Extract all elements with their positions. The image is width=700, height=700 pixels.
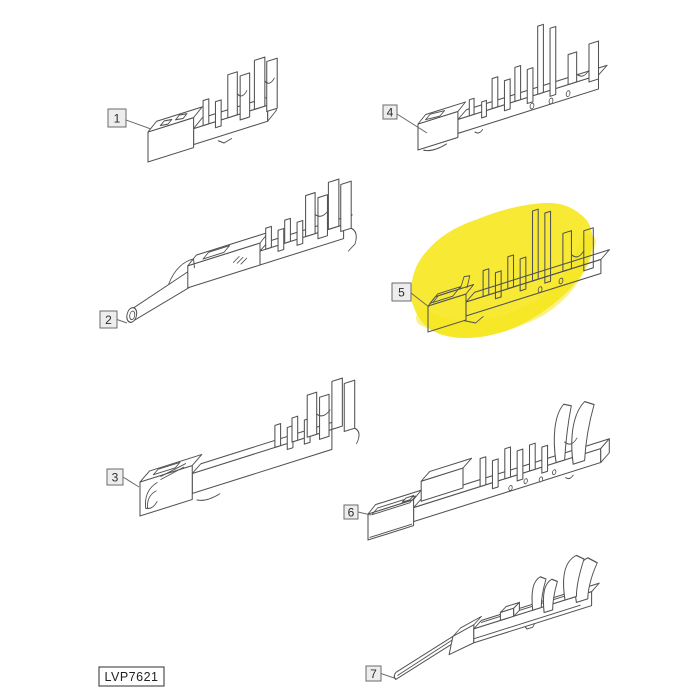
callout-6-box: [343, 504, 359, 520]
callout-7-number: 7: [370, 667, 377, 681]
callout-3[interactable]: 3: [106, 468, 140, 488]
leader-line-3: [122, 476, 140, 488]
callout-5-box: [391, 282, 412, 302]
figure-code: LVP7621: [98, 666, 165, 687]
callout-1-number: 1: [114, 112, 121, 126]
part-3-drawing: [139, 377, 360, 517]
callout-1[interactable]: 1: [107, 108, 152, 130]
highlight-streak: [416, 234, 596, 337]
callout-5-number: 5: [398, 286, 405, 300]
callout-7-box: [365, 665, 382, 682]
leader-line-5: [410, 292, 430, 308]
callout-3-box: [106, 468, 124, 486]
callout-2-number: 2: [105, 313, 112, 327]
part-6-drawing: [367, 401, 610, 541]
part-2-drawing: [126, 178, 357, 323]
callout-6[interactable]: 6: [343, 504, 372, 520]
callout-3-number: 3: [112, 471, 119, 485]
leader-line-2: [116, 319, 128, 324]
part-4-drawing: [417, 23, 608, 152]
callout-2[interactable]: 2: [99, 310, 128, 329]
leader-line-7: [380, 673, 395, 679]
leader-line-6: [357, 511, 372, 516]
callout-4-number: 4: [387, 106, 394, 120]
callout-2-box: [99, 310, 118, 329]
callout-4[interactable]: 4: [382, 104, 428, 134]
figure-code-box: [98, 666, 165, 687]
part-1-drawing: [147, 56, 278, 163]
part-5-drawing: [427, 208, 610, 333]
leader-line-4: [396, 113, 428, 134]
figure-code-text: LVP7621: [104, 670, 158, 684]
callout-7[interactable]: 7: [365, 665, 395, 682]
callout-5[interactable]: 5: [391, 282, 430, 308]
callout-4-box: [382, 104, 398, 120]
part-7-drawing: [393, 554, 600, 680]
leader-line-1: [125, 119, 152, 130]
callout-6-number: 6: [348, 506, 355, 520]
callout-1-box: [107, 108, 127, 128]
